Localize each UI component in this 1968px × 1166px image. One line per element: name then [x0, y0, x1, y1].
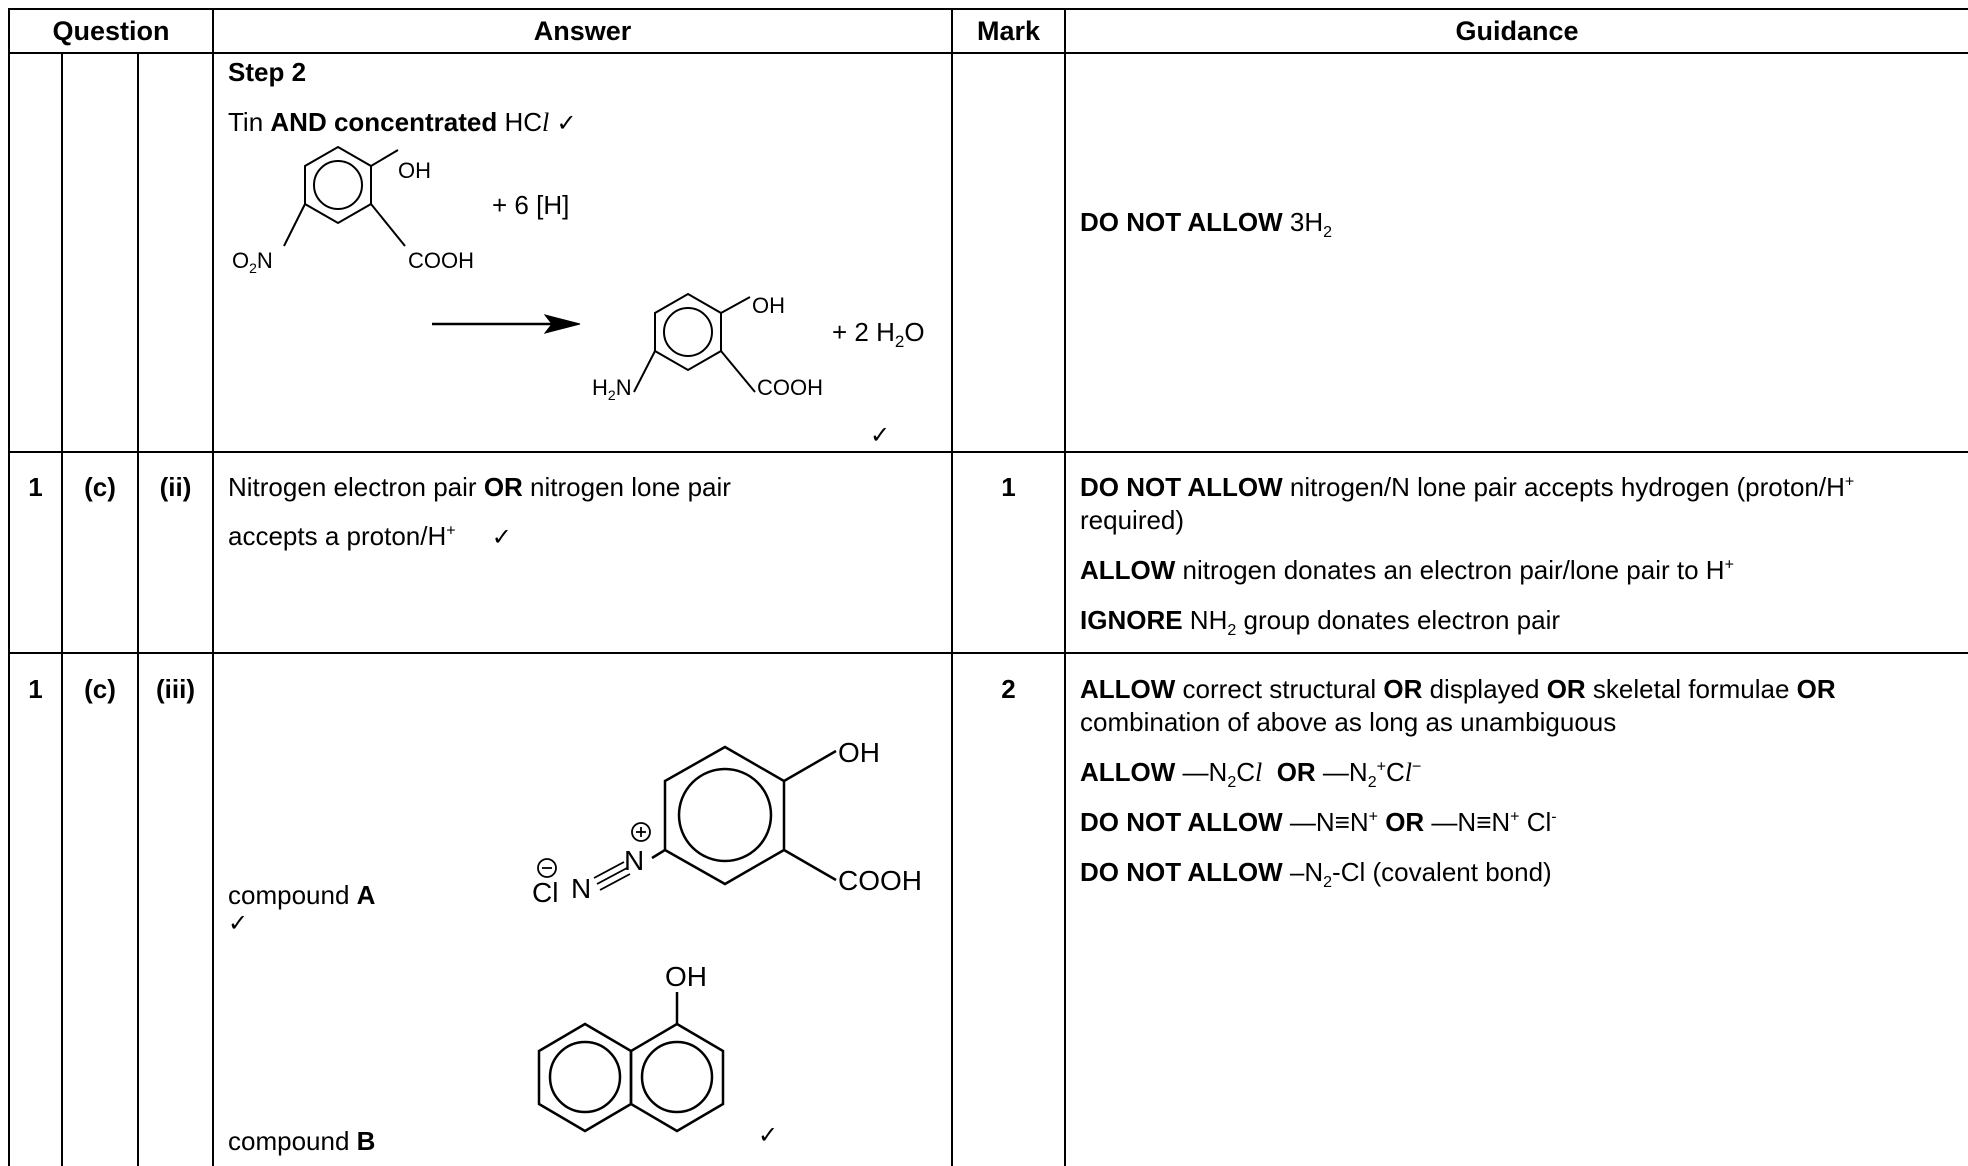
reagent-text: Tin AND concentrated HCl ✓ — [228, 107, 577, 137]
naphthol-oh-label: OH — [665, 961, 707, 992]
row2-bottom-border — [8, 652, 1968, 654]
table-left-border — [8, 8, 10, 1166]
row2-guidance-2: ALLOW nitrogen donates an electron pair/… — [1080, 555, 1734, 585]
compound-a-label: compound A — [228, 880, 376, 910]
row3-guidance-2: ALLOW —N2Cl OR —N2+Cl− — [1080, 757, 1422, 792]
chloride-label: Cl — [532, 877, 558, 908]
question-divider-1 — [61, 52, 63, 1166]
guidance-left-border — [1064, 8, 1066, 1166]
step-label: Step 2 — [228, 57, 307, 87]
plus-water-label: + 2 H2O — [832, 317, 925, 351]
diazonium-oh-label: OH — [838, 737, 880, 768]
nitro-salicylic-acid-structure: OH COOH O2N + 6 [H] OH COOH H2N + 2 H2O — [232, 145, 925, 403]
row2-guidance-1: DO NOT ALLOW nitrogen/N lone pair accept… — [1080, 472, 1855, 502]
header-bottom-border — [8, 52, 1968, 54]
row3-guidance-3: DO NOT ALLOW —N≡N+ OR —N≡N+ Cl- — [1080, 807, 1557, 837]
compound-b-label: compound B — [228, 1126, 376, 1156]
answer-left-border — [212, 8, 214, 1166]
reactant-no2-label: O2N — [232, 248, 273, 276]
diazonium-n-plus-label: N — [624, 845, 644, 876]
row3-guidance-4: DO NOT ALLOW –N2-Cl (covalent bond) — [1080, 857, 1552, 892]
row1-bottom-border — [8, 451, 1968, 453]
header-mark: Mark — [976, 16, 1041, 46]
row2-answer-line1: Nitrogen electron pair OR nitrogen lone … — [228, 472, 731, 502]
table-top-border — [8, 8, 1968, 10]
reactant-oh-label: OH — [398, 158, 431, 183]
row2-question-part: (c) — [84, 472, 116, 502]
tick-mark: ✓ — [870, 421, 891, 449]
tick-mark: ✓ — [228, 909, 249, 937]
mark-left-border — [951, 8, 953, 1166]
product-oh-label: OH — [752, 293, 785, 318]
row3-question-part: (c) — [84, 674, 116, 704]
row3-guidance-1: ALLOW correct structural OR displayed OR… — [1080, 674, 1836, 704]
header-answer: Answer — [533, 16, 632, 46]
product-nh2-label: H2N — [592, 375, 632, 403]
tick-mark: ✓ — [556, 109, 577, 137]
product-cooh-label: COOH — [757, 375, 823, 400]
diazonium-n-label: N — [571, 873, 591, 904]
row3-question-subpart: (iii) — [156, 674, 195, 704]
question-divider-2 — [137, 52, 139, 1166]
row3-mark: 2 — [1001, 674, 1016, 704]
row2-question-subpart: (ii) — [159, 472, 192, 502]
reactant-cooh-label: COOH — [408, 248, 474, 273]
row2-guidance-3: IGNORE NH2 group donates electron pair — [1080, 605, 1561, 640]
header-question: Question — [52, 16, 170, 46]
row2-question-number: 1 — [28, 472, 43, 502]
row2-answer-line2: accepts a proton/H+ ✓ — [228, 521, 512, 551]
header-guidance: Guidance — [1455, 16, 1579, 46]
row2-mark: 1 — [1001, 472, 1016, 502]
row1-guidance: DO NOT ALLOW 3H2 — [1080, 207, 1333, 242]
diazonium-cooh-label: COOH — [838, 865, 922, 896]
row2-guidance-1b: required) — [1080, 505, 1185, 535]
row3-question-number: 1 — [28, 674, 43, 704]
plus-hydrogen-label: + 6 [H] — [492, 190, 569, 220]
tick-mark: ✓ — [758, 1121, 779, 1149]
row3-guidance-1b: combination of above as long as unambigu… — [1080, 707, 1617, 737]
tick-mark: ✓ — [491, 523, 512, 551]
